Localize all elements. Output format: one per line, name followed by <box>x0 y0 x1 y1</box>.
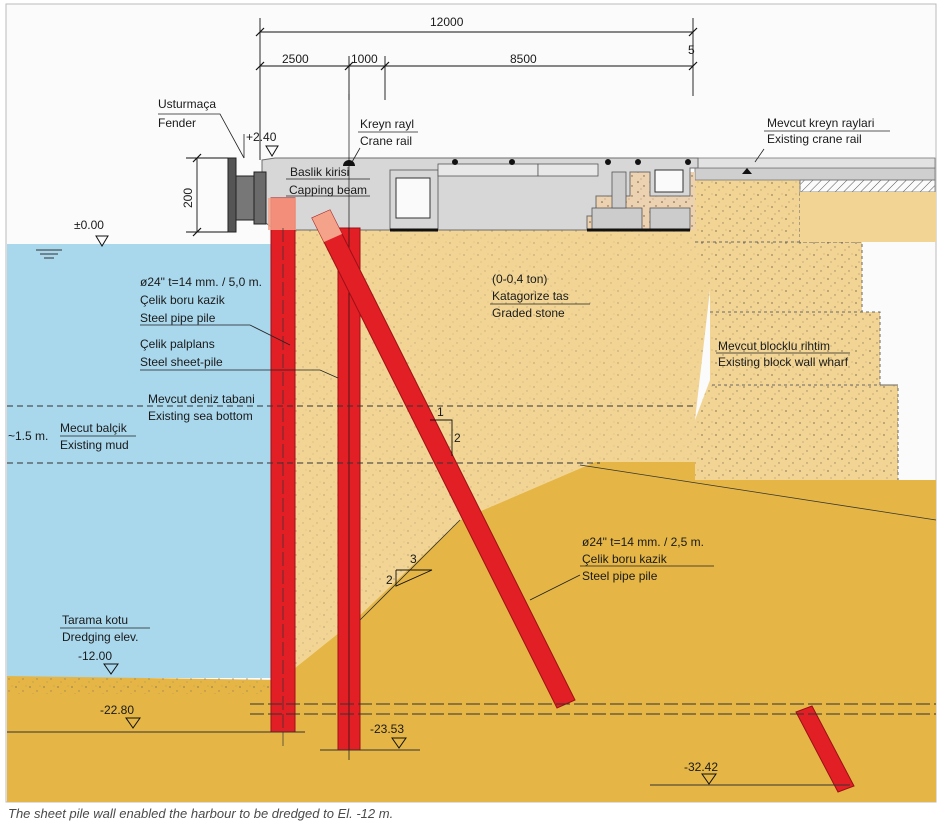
dim-seg2: 1000 <box>351 52 378 66</box>
sheet-pile-cap <box>268 198 296 230</box>
label-sheet-en: Steel sheet-pile <box>140 355 223 369</box>
water <box>7 244 275 678</box>
label-existing-rails-en: Existing crane rail <box>767 132 862 146</box>
label-fender-en: Fender <box>158 116 196 130</box>
label-mud-tr: Mecut balçik <box>60 421 128 435</box>
label-elev-raker-toe: -32.42 <box>684 760 718 774</box>
label-fender-tr: Usturmaça <box>158 97 216 111</box>
raker-pile-cap <box>312 210 342 242</box>
dim-seg1: 2500 <box>282 52 309 66</box>
seabed-mud-band <box>7 676 277 694</box>
dimension-ticks <box>192 27 698 237</box>
label-mud-depth: ~1.5 m. <box>8 429 48 443</box>
label-capping-tr: Baslik kirisi <box>290 165 349 179</box>
label-dredge-en: Dredging elev. <box>62 630 139 644</box>
block-wall-wharf <box>694 167 936 480</box>
label-dredge-tr: Tarama kotu <box>62 613 128 627</box>
label-stone-size: (0-0,4 ton) <box>492 272 547 286</box>
dim-total: 12000 <box>430 15 464 29</box>
label-pile2-en: Steel pipe pile <box>582 569 658 583</box>
label-slope1-b: 2 <box>454 431 461 445</box>
label-stone-tr: Katagorize tas <box>492 289 569 303</box>
fender <box>227 157 267 233</box>
dim-height: 200 <box>181 188 195 208</box>
label-capping-en: Capping beam <box>289 183 367 197</box>
reference-lines <box>7 405 937 786</box>
label-blockwall-en: Existing block wall wharf <box>718 355 849 369</box>
label-slope2-a: 3 <box>410 552 417 566</box>
elevation-markers <box>95 145 717 785</box>
piles <box>268 94 855 793</box>
label-sheet-tr: Çelik palplans <box>140 337 215 351</box>
label-slope2-b: 2 <box>386 573 393 587</box>
label-pile2-spec: ø24" t=14 mm. / 2,5 m. <box>582 535 704 549</box>
label-crane-rail-tr: Kreyn rayl <box>360 117 414 131</box>
dim-seg3: 8500 <box>510 52 537 66</box>
figure-caption: The sheet pile wall enabled the harbour … <box>8 806 393 821</box>
dim-edge-mark: 5 <box>688 43 695 57</box>
dimension-lines <box>186 18 694 233</box>
label-existing-rails-tr: Mevcut kreyn raylari <box>767 116 874 130</box>
label-elev-top: +2.40 <box>246 130 277 144</box>
leader-lines <box>60 113 890 629</box>
label-mud-en: Existing mud <box>60 438 129 452</box>
capping-beam <box>261 157 699 232</box>
label-seabed-tr: Mevcut deniz tabani <box>148 392 255 406</box>
label-elev-sheet-toe: -22.80 <box>100 703 134 717</box>
existing-rail-marker <box>742 168 752 174</box>
label-slope1-a: 1 <box>437 405 444 419</box>
label-pile2-tr: Çelik boru kazik <box>582 552 668 566</box>
seabed-layer <box>7 462 936 802</box>
raker-pile-lower <box>795 705 855 793</box>
slope-indicators <box>395 419 453 587</box>
label-crane-rail-en: Crane rail <box>360 134 412 148</box>
label-blockwall-tr: Mevcut blocklu rihtim <box>718 339 830 353</box>
label-seabed-en: Existing sea bottom <box>148 409 253 423</box>
existing-deck-strip <box>694 157 936 169</box>
label-elev-dredge: -12.00 <box>78 649 112 663</box>
water-level-symbol <box>36 249 62 259</box>
label-elev-pile-toe: -23.53 <box>370 722 404 736</box>
label-elev-zero: ±0.00 <box>74 218 104 232</box>
label-pile1-tr: Çelik boru kazik <box>140 293 226 307</box>
label-pile1-spec: ø24" t=14 mm. / 5,0 m. <box>140 275 262 289</box>
label-pile1-en: Steel pipe pile <box>140 311 216 325</box>
label-stone-en: Graded stone <box>492 306 565 320</box>
